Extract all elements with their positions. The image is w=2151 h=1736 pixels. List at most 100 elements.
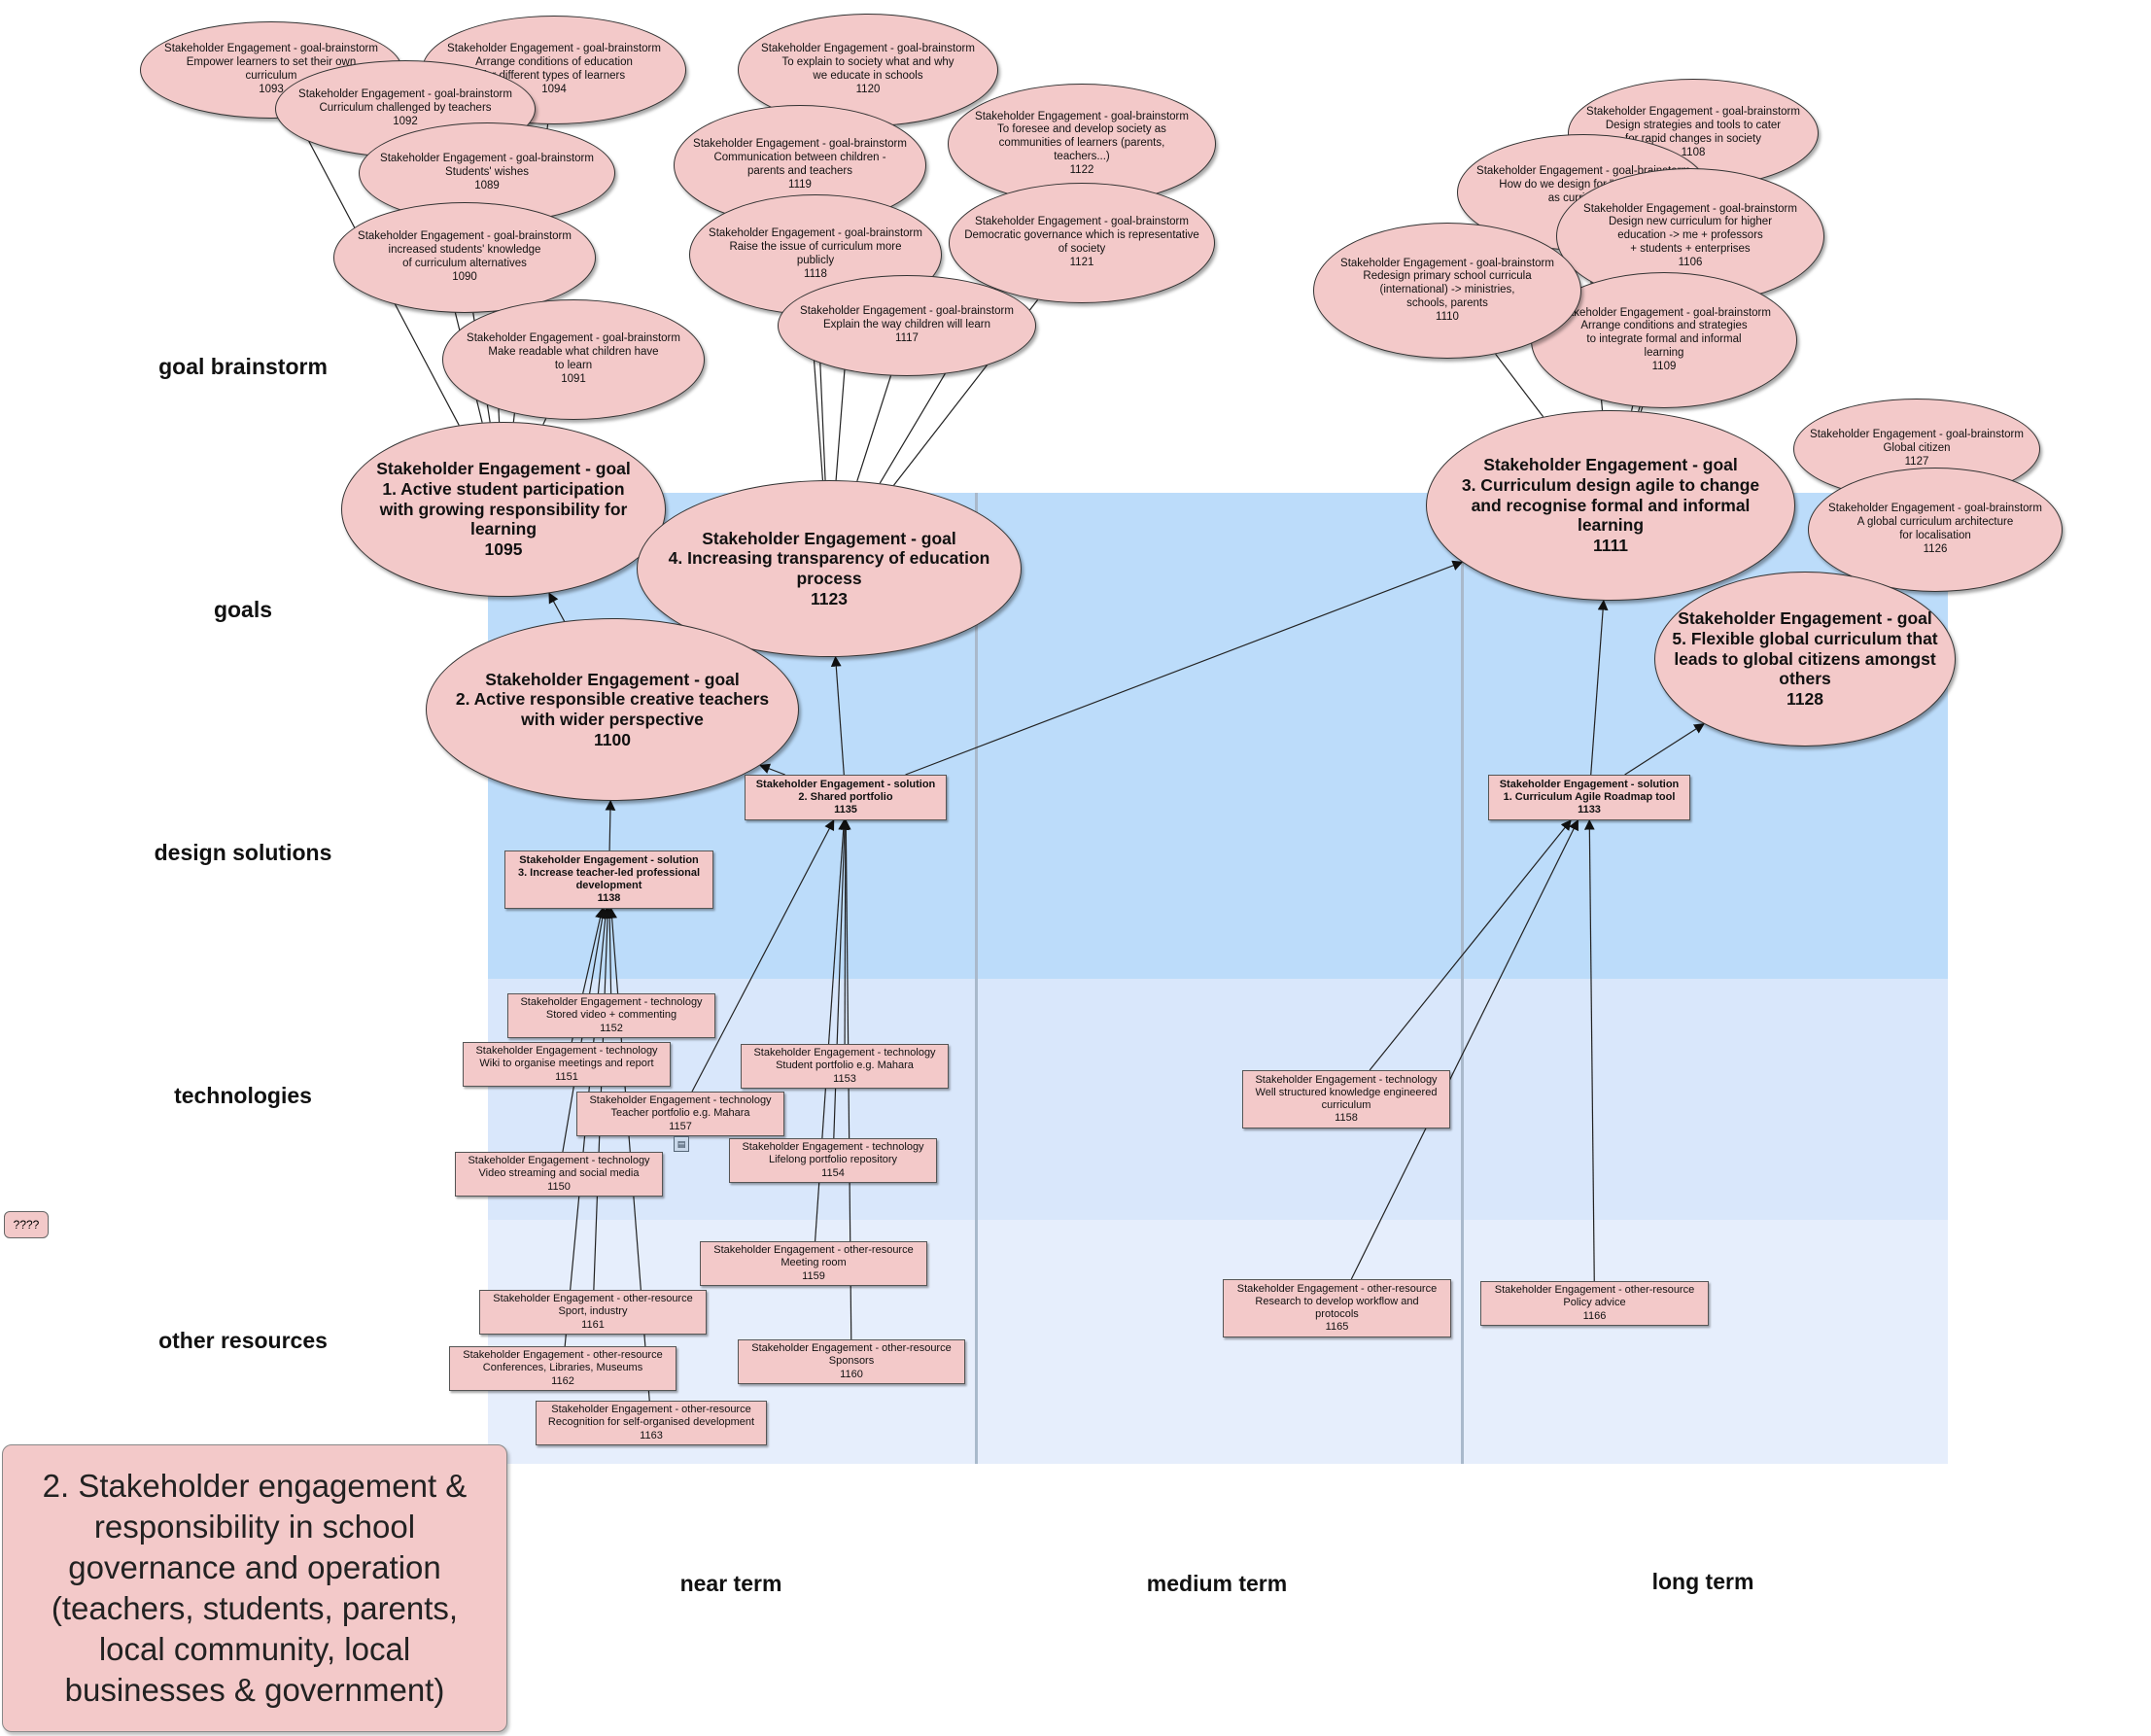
node-text-line: for different types of learners xyxy=(482,70,626,82)
node-text-line: protocols xyxy=(1315,1308,1359,1320)
node-text-line: 1. Curriculum Agile Roadmap tool xyxy=(1503,790,1676,803)
node-text-line: 1. Active student participation xyxy=(382,479,625,500)
node-type-label: Stakeholder Engagement - goal xyxy=(1678,608,1932,629)
node-text-line: Redesign primary school curricula xyxy=(1363,270,1532,283)
node-id: 1166 xyxy=(1582,1309,1607,1322)
brainstorm-node-1091[interactable]: Stakeholder Engagement - goal-brainstorm… xyxy=(442,299,705,420)
node-text-line: Well structured knowledge engineered xyxy=(1255,1086,1438,1098)
node-text-line: learning xyxy=(1577,515,1645,536)
node-text-line: To foresee and develop society as xyxy=(997,123,1166,136)
brainstorm-node-1121[interactable]: Stakeholder Engagement - goal-brainstorm… xyxy=(949,183,1215,303)
node-text-line: of society xyxy=(1058,243,1106,255)
edge-1110-1111 xyxy=(1495,353,1544,418)
brainstorm-node-1117[interactable]: Stakeholder Engagement - goal-brainstorm… xyxy=(778,275,1036,376)
node-text-line: curriculum xyxy=(1321,1099,1371,1111)
node-type-label: Stakeholder Engagement - goal-brainstorm xyxy=(1340,257,1554,269)
node-text-line: Stored video + commenting xyxy=(545,1009,677,1022)
node-id: 1127 xyxy=(1904,455,1929,468)
node-text-line: curriculum xyxy=(245,70,297,82)
node-text-line: to learn xyxy=(554,360,593,371)
col-label-long-term: long term xyxy=(1651,1569,1754,1594)
node-id: 1120 xyxy=(855,83,881,95)
node-id: 1154 xyxy=(821,1166,845,1179)
node-text-line: Explain the way children will learn xyxy=(823,319,990,331)
node-type-label: Stakeholder Engagement - goal xyxy=(485,669,740,689)
node-text-line: 4. Increasing transparency of education xyxy=(668,548,990,569)
node-id: 1135 xyxy=(834,804,857,816)
brainstorm-node-1126[interactable]: Stakeholder Engagement - goal-brainstorm… xyxy=(1808,468,2063,592)
edge-1138-1100 xyxy=(605,799,616,851)
node-text-line: parents and teachers xyxy=(746,165,853,177)
node-id: 1123 xyxy=(811,588,848,608)
brainstorm-node-1119[interactable]: Stakeholder Engagement - goal-brainstorm… xyxy=(674,105,926,226)
node-type-label: Stakeholder Engagement - other-resource xyxy=(1494,1284,1695,1297)
node-id: 1117 xyxy=(895,331,919,344)
node-text-line: 2. Shared portfolio xyxy=(798,790,893,803)
node-type-label: Stakeholder Engagement - goal-brainstorm xyxy=(447,43,661,55)
node-text-line: Sport, industry xyxy=(558,1305,628,1318)
node-type-label: Stakeholder Engagement - other-resource xyxy=(551,1404,751,1416)
node-id: 1163 xyxy=(640,1429,663,1441)
brainstorm-node-1090[interactable]: Stakeholder Engagement - goal-brainstorm… xyxy=(333,202,596,313)
node-id: 1153 xyxy=(833,1072,856,1085)
edge-1154-1135 xyxy=(833,818,850,1139)
edge-1135-1111 xyxy=(905,560,1464,776)
node-text-line: Raise the issue of curriculum more xyxy=(729,241,902,254)
node-type-label: Stakeholder Engagement - goal-brainstorm xyxy=(693,138,907,151)
node-type-label: Stakeholder Engagement - goal-brainstorm xyxy=(761,43,975,55)
brainstorm-node-1110[interactable]: Stakeholder Engagement - goal-brainstorm… xyxy=(1313,223,1581,359)
document-icon[interactable]: ▤ xyxy=(674,1136,689,1152)
node-type-label: Stakeholder Engagement - goal-brainstorm xyxy=(975,216,1189,228)
node-text-line: Student portfolio e.g. Mahara xyxy=(776,1059,914,1072)
node-id: 1095 xyxy=(484,538,523,559)
row-label-design-solutions: design solutions xyxy=(154,840,332,865)
node-id: 1094 xyxy=(541,83,567,95)
node-id: 1089 xyxy=(474,179,500,191)
node-type-label: Stakeholder Engagement - technology xyxy=(742,1141,924,1154)
node-text-line: Design strategies and tools to cater xyxy=(1605,120,1782,132)
edge-1157-1135 xyxy=(691,819,835,1093)
node-text-line: Teacher portfolio e.g. Mahara xyxy=(610,1107,750,1120)
node-type-label: Stakeholder Engagement - technology xyxy=(589,1094,772,1107)
edge-1133-1111 xyxy=(1590,599,1609,776)
node-id: 1150 xyxy=(547,1180,571,1193)
node-type-label: Stakeholder Engagement - other-resource xyxy=(751,1342,952,1355)
node-id: 1121 xyxy=(1069,256,1094,268)
node-text-line: Students' wishes xyxy=(445,166,529,179)
node-text-line: Lifelong portfolio repository xyxy=(768,1154,898,1166)
brainstorm-node-1122[interactable]: Stakeholder Engagement - goal-brainstorm… xyxy=(948,84,1216,204)
node-id: 1122 xyxy=(1069,163,1094,176)
unlabeled-node[interactable]: ???? xyxy=(4,1211,49,1238)
node-text-line: education -> me + professors xyxy=(1617,229,1763,242)
node-type-label: Stakeholder Engagement - technology xyxy=(468,1155,650,1167)
node-text-line: 2. Active responsible creative teachers xyxy=(455,689,770,710)
node-id: 1111 xyxy=(1592,535,1629,555)
node-type-label: Stakeholder Engagement - solution xyxy=(1499,778,1680,790)
edge-1165-1133 xyxy=(1350,819,1579,1280)
node-text-line: Global citizen xyxy=(1883,442,1951,455)
node-text-line: + students + enterprises xyxy=(1630,242,1751,255)
node-id: 1128 xyxy=(1787,688,1823,709)
